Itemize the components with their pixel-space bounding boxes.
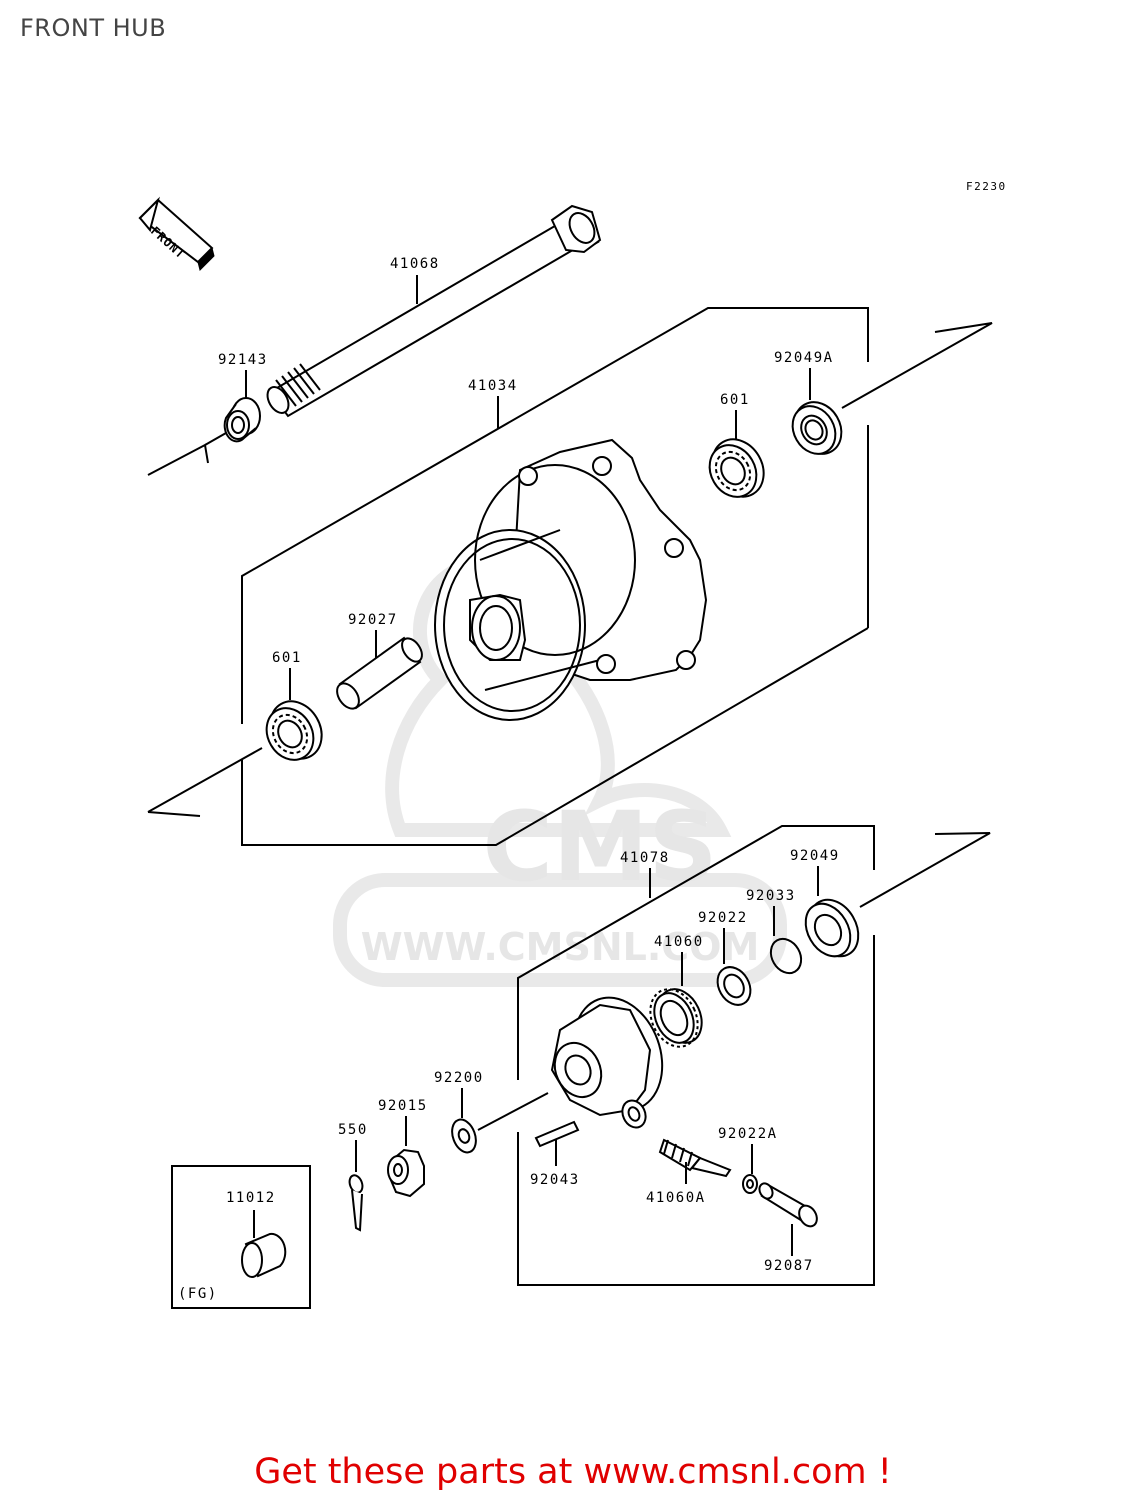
label-41068: 41068 [390, 256, 440, 272]
axle-41068 [266, 204, 602, 418]
collar-92143 [223, 397, 261, 443]
label-92143: 92143 [218, 352, 268, 368]
label-92022: 92022 [698, 910, 748, 926]
gearbox-41078 [550, 996, 664, 1129]
collar-92027 [336, 636, 423, 710]
promo-link[interactable]: www.cmsnl.com [583, 1452, 867, 1492]
label-92087: 92087 [764, 1258, 814, 1274]
label-41034: 41034 [468, 378, 518, 394]
label-92043: 92043 [530, 1172, 580, 1188]
label-92015: 92015 [378, 1098, 428, 1114]
label-92049: 92049 [790, 848, 840, 864]
seal-92049A [791, 401, 843, 455]
hub-41034 [434, 438, 708, 721]
promo-prefix: Get these parts at [254, 1452, 584, 1492]
label-41078: 41078 [620, 850, 670, 866]
upper-assembly-frame [147, 307, 993, 846]
leader-lines [245, 275, 819, 1256]
washer-92200 [451, 1118, 477, 1154]
bearing-601-top [708, 438, 765, 498]
figure-code: F2230 [966, 180, 1007, 193]
watermark-brand: CMS [482, 791, 717, 903]
pinion-41060A [658, 1138, 732, 1178]
nut-92015 [387, 1148, 425, 1198]
label-92027: 92027 [348, 612, 398, 628]
bearing-601-left [265, 700, 323, 761]
cap-11012 [241, 1232, 287, 1278]
label-11012: 11012 [226, 1190, 276, 1206]
label-41060A: 41060A [646, 1190, 706, 1206]
label-601-top: 601 [720, 392, 750, 408]
promo-footer: Get these parts at www.cmsnl.com ! [0, 1452, 1146, 1492]
label-92033: 92033 [746, 888, 796, 904]
washer-92022 [716, 966, 752, 1006]
promo-suffix: ! [866, 1452, 892, 1492]
page-title: FRONT HUB [20, 14, 167, 42]
label-601-left: 601 [272, 650, 302, 666]
label-41060: 41060 [654, 934, 704, 950]
circlip-92033 [769, 937, 803, 975]
label-92049A: 92049A [774, 350, 834, 366]
part-labels: 41068 92143 41034 601 92049A 92027 601 4… [178, 256, 840, 1302]
pin-92043 [534, 1120, 580, 1148]
label-550: 550 [338, 1122, 368, 1138]
seal-92049 [804, 898, 860, 958]
cotter-pin-550 [348, 1174, 364, 1232]
fg-box [171, 1165, 311, 1309]
watermark-url: WWW.CMSNL.COM [361, 925, 760, 969]
front-direction-arrow: FRONT [138, 196, 215, 271]
label-92022A: 92022A [718, 1126, 778, 1142]
gear-41060 [649, 988, 703, 1048]
label-92200: 92200 [434, 1070, 484, 1086]
label-fg: (FG) [178, 1286, 218, 1302]
lower-assembly-frame [477, 825, 991, 1286]
bushing-92087 [758, 1182, 818, 1228]
washer-92022A [742, 1174, 758, 1194]
